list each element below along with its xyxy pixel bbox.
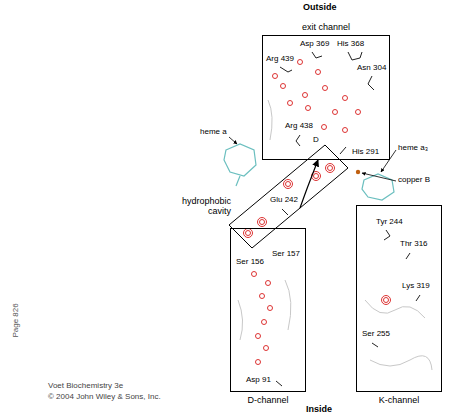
side-label: Inside [306,405,332,415]
copper-atom [356,170,360,174]
credit-line: © 2004 John Wiley & Sons, Inc. [48,393,161,402]
residue-label: Tyr 244 [376,218,403,227]
residue-label: His 291 [352,148,379,157]
site-label: D [313,136,319,145]
credit-line: Voet Biochemistry 3e [48,382,123,391]
residue-label: Ser 157 [272,250,300,259]
water-molecule [244,60,391,365]
residue-label: Thr 316 [400,240,428,249]
side-label: Outside [303,3,337,13]
channel-heading: D-channel [231,395,305,405]
residue-label: Arg 439 [266,55,294,64]
residue-label: Ser 255 [362,330,390,339]
residue-label: Arg 438 [285,122,313,131]
residue-label: Asn 304 [357,64,386,73]
cofactor-label: copper B [398,176,430,185]
residue-label: Lys 319 [402,282,430,291]
cofactor-label: heme a₃ [398,144,428,153]
channel-heading: hydrophobic cavity [171,196,231,217]
cavity-box: hydrophobic cavity [171,140,360,255]
residue-label: Asp 369 [300,40,329,49]
channel-box: K-channel [356,205,442,392]
channel-heading: K-channel [357,395,441,405]
residue-label: Ser 156 [236,258,264,267]
cofactor-label: heme a [200,128,227,137]
residue-label: Glu 242 [270,196,298,205]
heme-group [224,144,394,200]
residue-label: His 368 [337,40,364,49]
side-chain [276,52,420,386]
channel-box: exit channel [262,35,390,160]
page-number: Page 826 [12,290,21,350]
residue-label: Asp 91 [246,376,271,385]
channel-heading: exit channel [263,22,389,32]
